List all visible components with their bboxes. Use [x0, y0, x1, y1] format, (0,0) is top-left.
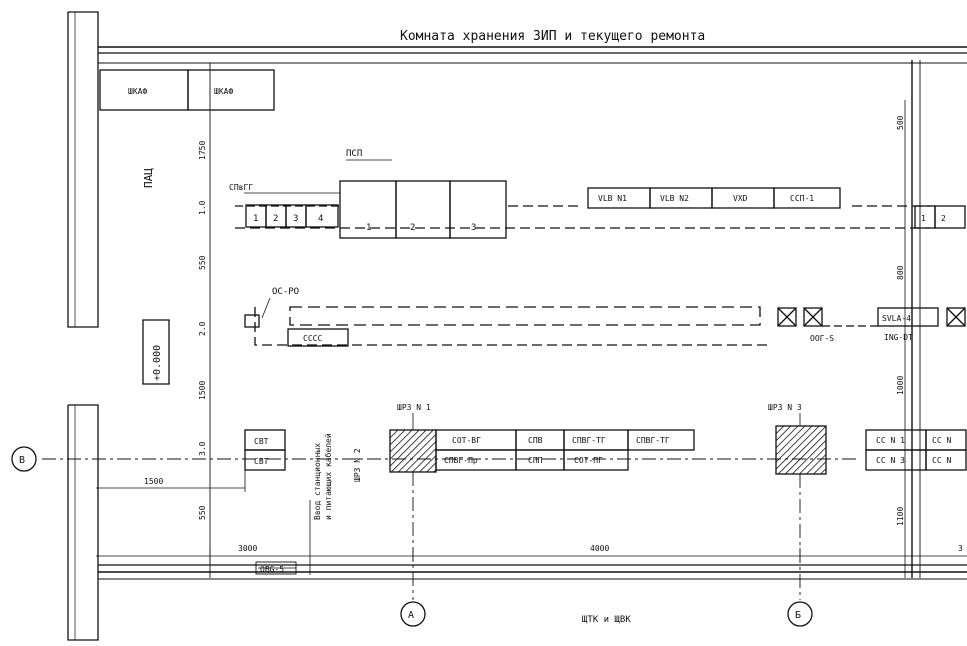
- cabinet-1: ШКАФ: [128, 87, 147, 96]
- dim-v-1500: 1500: [198, 381, 207, 400]
- label-osf-s: ООГ-S: [810, 334, 834, 343]
- svt-2: СВТ: [254, 457, 269, 466]
- row3-top-1: СОТ-ВГ: [452, 436, 481, 445]
- dim-h-3000: 3000: [238, 544, 257, 553]
- label-ovg: ОВG-5: [260, 565, 284, 574]
- dim-v-550b: 550: [198, 505, 207, 520]
- bottom-room-label: ЩТК и ЩВК: [582, 615, 631, 625]
- label-shrz2: ШРЗ N 2: [353, 448, 362, 482]
- dim-h-4000: 4000: [590, 544, 609, 553]
- dim-h-right: 3: [958, 544, 963, 553]
- row3-top-4: СПВГ-ТГ: [636, 436, 670, 445]
- row3-right-bottom-2: СС N: [932, 456, 951, 465]
- row1-box-2: 2: [273, 214, 278, 224]
- dim-v-1750: 1750: [198, 141, 207, 160]
- dim-v-3: 3.0: [198, 441, 207, 456]
- dim-v-1: 1.0: [198, 200, 207, 215]
- row3-top-3: СПВГ-ТГ: [572, 436, 606, 445]
- row1-right-1: 1: [921, 214, 926, 223]
- row1-big-2: 2: [410, 223, 415, 233]
- row3-right-bottom-1: СС N 3: [876, 456, 905, 465]
- cable-entry-2: и питающих кабелей: [323, 433, 333, 520]
- row3-right-top-1: СС N 1: [876, 436, 905, 445]
- label-os-ro: ОС-РО: [272, 287, 299, 297]
- row1-big-1: 1: [366, 223, 371, 233]
- row1-right-2: 2: [941, 214, 946, 223]
- rack-vlb2: VLB N2: [660, 194, 689, 203]
- row1-box-3: 3: [293, 214, 298, 224]
- pac-label: ПАЦ: [142, 168, 155, 188]
- row2-box: СССС: [303, 334, 322, 343]
- dim-v-500: 500: [896, 115, 905, 130]
- axis-v: В: [19, 455, 25, 466]
- row1-big-3: 3: [471, 223, 476, 233]
- label-ingdt: ING-DT: [884, 333, 913, 342]
- dim-h-1500: 1500: [144, 477, 163, 486]
- cable-entry-1: Ввод станционных: [313, 443, 322, 520]
- dim-v-1100: 1100: [896, 507, 905, 526]
- room-title: Комната хранения ЗИП и текущего ремонта: [400, 29, 705, 44]
- label-shrz1: ШРЗ N 1: [397, 403, 431, 412]
- row3-right-top-2: СС N: [932, 436, 951, 445]
- rack-ssp: ССП-1: [790, 194, 814, 203]
- axis-b: Б: [795, 610, 801, 621]
- dim-v-2: 2.0: [198, 321, 207, 336]
- dim-v-1000: 1000: [896, 376, 905, 395]
- label-spvg: СПвГГ: [229, 183, 253, 192]
- level-mark: +0.000: [152, 345, 163, 381]
- row1-box-4: 4: [318, 214, 323, 224]
- row1-box-1: 1: [253, 214, 258, 224]
- rack-vlb1: VLB N1: [598, 194, 627, 203]
- cabinet-2: ШКАФ: [214, 87, 233, 96]
- row3-bottom-3: СОТ-ПГ: [574, 456, 603, 465]
- row3-bottom-1: СПВГ-Пр: [444, 456, 478, 465]
- label-shrz3: ШРЗ N 3: [768, 403, 802, 412]
- axis-a: А: [408, 610, 414, 621]
- dim-v-800: 800: [896, 265, 905, 280]
- label-psp: ПСП: [346, 149, 362, 159]
- dim-v-550a: 550: [198, 255, 207, 270]
- svt-1: СВТ: [254, 437, 269, 446]
- row3-bottom-2: СПП: [528, 456, 543, 465]
- row3-top-2: СПВ: [528, 436, 543, 445]
- rack-vxd: VXD: [733, 194, 748, 203]
- row2-right-box: SVLA-4: [882, 314, 911, 323]
